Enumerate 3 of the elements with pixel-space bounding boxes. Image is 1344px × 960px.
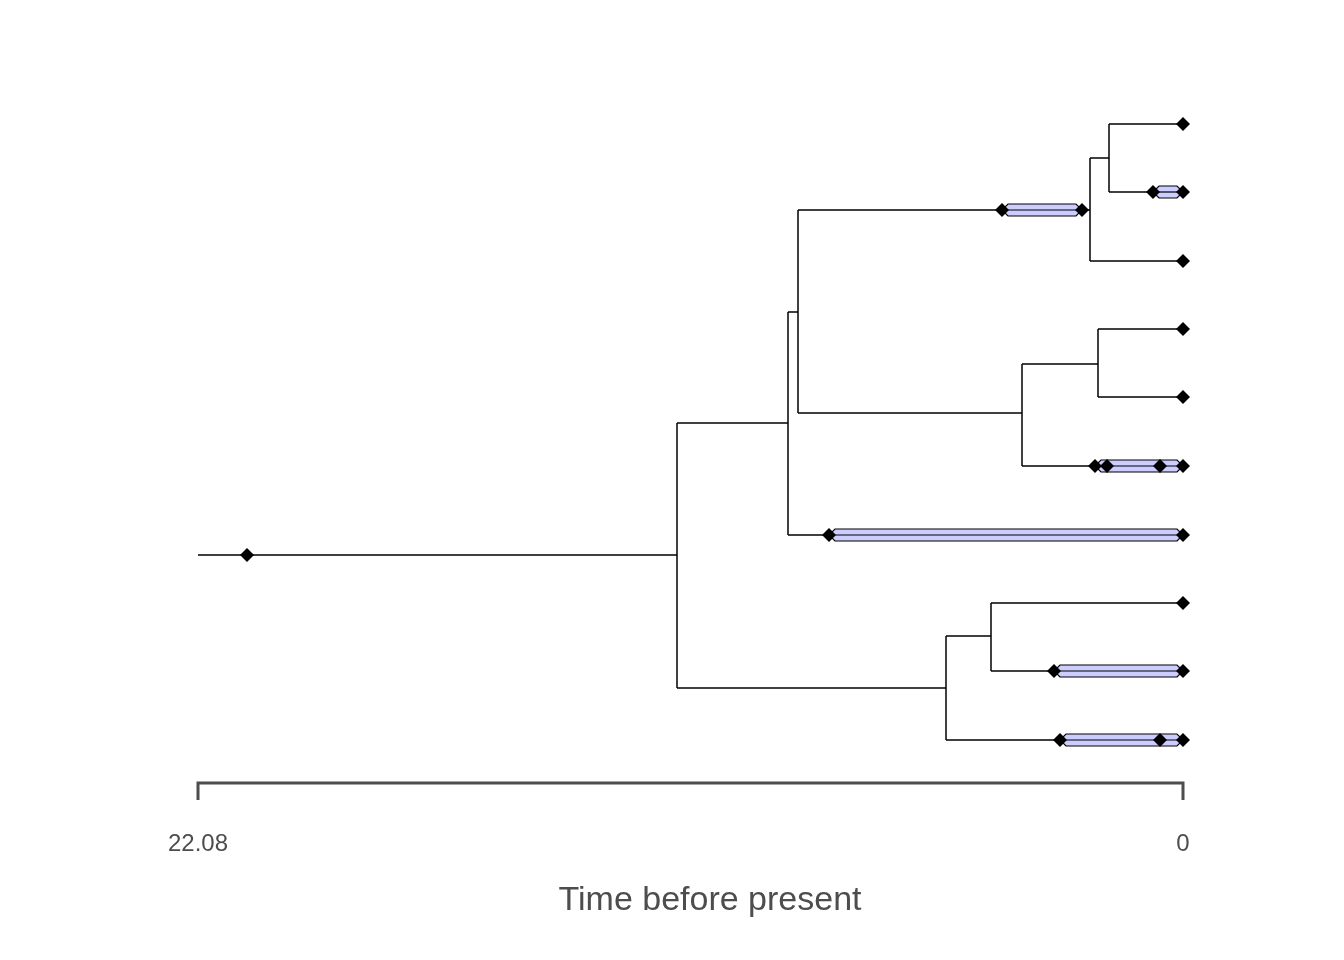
axis-tick-label: 0 — [1176, 829, 1190, 857]
axis-title: Time before present — [558, 878, 862, 918]
axis-tick-label: 22.08 — [167, 829, 229, 857]
